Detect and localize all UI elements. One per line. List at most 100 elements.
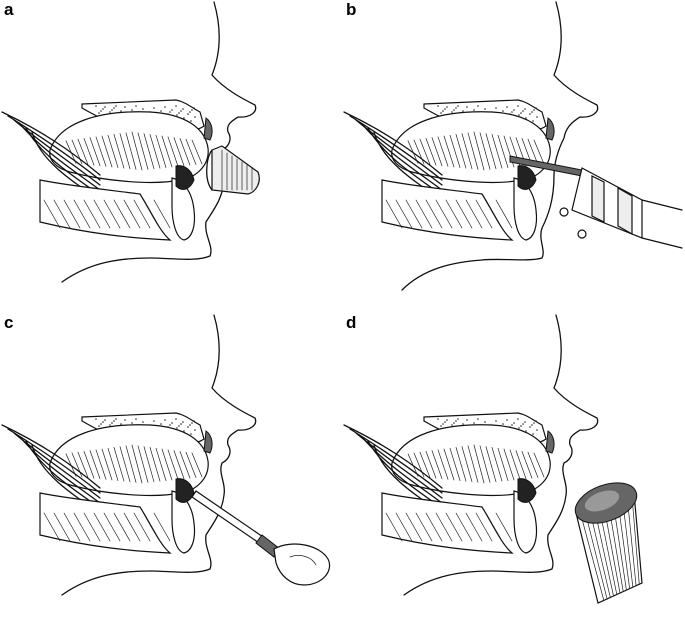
tongue-fiber xyxy=(125,445,137,483)
oral-cavity-shadow xyxy=(517,165,537,190)
stipple-dot xyxy=(100,423,102,425)
stipple-dot xyxy=(535,420,537,422)
neck-muscles xyxy=(1,111,101,201)
stipple-dot xyxy=(529,113,531,115)
stipple-dot xyxy=(453,422,455,424)
muscle-line xyxy=(7,115,101,181)
floor-fiber xyxy=(73,199,91,229)
tongue-fiber xyxy=(89,450,101,480)
stipple-dot xyxy=(135,418,137,420)
stipple-dot xyxy=(524,108,526,110)
tongue-fiber xyxy=(161,135,173,168)
muscle-line xyxy=(1,111,101,176)
stipple-dot xyxy=(446,106,448,108)
stipple-dot xyxy=(444,421,446,423)
floor-fiber xyxy=(93,512,111,542)
stipple-dot xyxy=(175,105,177,107)
tongue xyxy=(49,424,209,497)
floor-fiber xyxy=(445,199,463,229)
oral-cavity-shadow xyxy=(517,478,537,503)
floor-fiber xyxy=(123,512,141,542)
tongue-fiber xyxy=(101,135,113,168)
stipple-dot xyxy=(457,418,459,420)
tongue-fiber xyxy=(479,445,491,483)
stipple-dot xyxy=(518,114,520,116)
floor-fiber xyxy=(415,199,433,229)
stipple-dot xyxy=(187,426,189,428)
floor-fiber xyxy=(113,199,131,229)
mask-rim xyxy=(206,149,213,191)
floor-fiber xyxy=(83,512,101,542)
floor-fiber xyxy=(465,199,483,229)
tongue-fiber xyxy=(185,138,197,165)
stipple-dot xyxy=(111,422,113,424)
tongue-fiber xyxy=(455,447,467,482)
bulb-highlight xyxy=(289,555,317,566)
stipple-dot xyxy=(533,422,535,424)
neck-muscles xyxy=(343,111,443,201)
tongue-fiber xyxy=(185,451,197,478)
panel-b: b xyxy=(342,0,684,313)
stipple-dot xyxy=(113,420,115,422)
upper-teeth xyxy=(203,430,213,454)
floor-fiber xyxy=(475,512,493,542)
tongue-fiber xyxy=(419,451,431,478)
stipple-dot xyxy=(473,109,475,111)
stipple-dot xyxy=(193,420,195,422)
tongue xyxy=(49,111,209,184)
head-section xyxy=(343,314,599,596)
tongue-fiber xyxy=(425,451,437,479)
stipple-dot xyxy=(442,423,444,425)
stipple-dot xyxy=(495,107,497,109)
panel-label-c: c xyxy=(4,313,14,332)
stipple-dot xyxy=(513,422,515,424)
tongue xyxy=(391,424,551,497)
head-section xyxy=(343,1,599,291)
stipple-dot xyxy=(517,418,519,420)
floor-fiber xyxy=(405,512,423,542)
stipple-dot xyxy=(484,421,486,423)
floor-fiber xyxy=(113,512,131,542)
stipple-dot xyxy=(183,430,185,432)
tongue-fiber xyxy=(119,446,131,483)
tongue-fiber xyxy=(485,133,497,170)
tongue-fiber xyxy=(113,447,125,482)
tongue-fiber xyxy=(461,133,473,170)
mask-body xyxy=(211,145,260,195)
tongue-fiber xyxy=(137,445,149,483)
stipple-dot xyxy=(95,418,97,420)
stipple-dot xyxy=(131,422,133,424)
stipple-dot xyxy=(182,108,184,110)
tongue-fiber xyxy=(173,137,185,167)
cylinder-shading xyxy=(600,513,618,595)
oral-airway-device xyxy=(191,490,331,586)
tongue-fiber xyxy=(467,132,479,170)
stipple-dot xyxy=(477,105,479,107)
muscle-line xyxy=(19,123,101,191)
stipple-dot xyxy=(466,419,468,421)
tongue-fiber xyxy=(113,134,125,169)
tongue-fiber xyxy=(143,133,155,170)
tongue-fiber xyxy=(95,449,107,480)
stipple-dot xyxy=(462,423,464,425)
stipple-dot xyxy=(176,114,178,116)
stipple-dot xyxy=(191,109,193,111)
upper-teeth xyxy=(545,430,555,454)
floor-fiber xyxy=(435,199,453,229)
tongue-fiber xyxy=(149,447,161,482)
floor-fiber xyxy=(53,199,71,229)
scope-screw-1 xyxy=(559,207,569,217)
stipple-dot xyxy=(522,423,524,425)
head-illustration-c xyxy=(1,314,331,596)
stipple-dot xyxy=(120,110,122,112)
tongue-fiber xyxy=(515,450,527,480)
tongue-fiber xyxy=(521,451,533,479)
muscle-line xyxy=(361,436,443,504)
stipple-dot xyxy=(477,418,479,420)
stipple-dot xyxy=(525,117,527,119)
head-section xyxy=(1,314,257,596)
stipple-dot xyxy=(532,433,534,435)
cylinder-shading xyxy=(632,503,640,584)
tongue-fiber xyxy=(449,134,461,168)
tongue-fiber xyxy=(503,448,515,481)
